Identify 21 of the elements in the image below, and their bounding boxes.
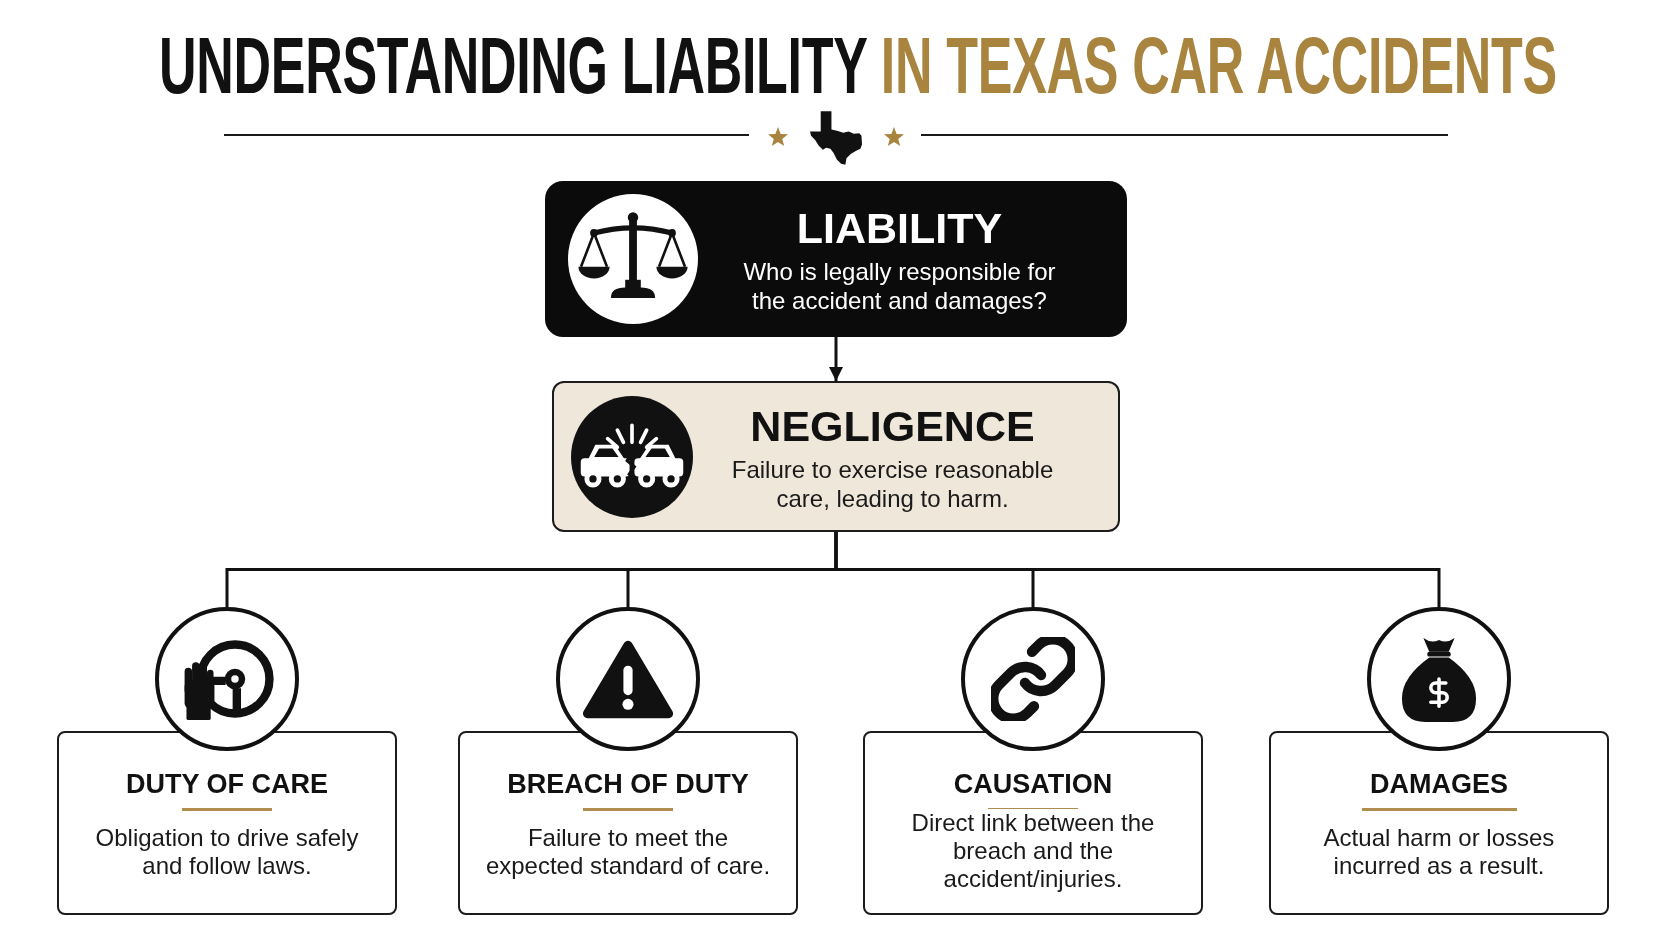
- element-card: [1269, 731, 1609, 915]
- arrow: [829, 337, 843, 381]
- concept-panel: [545, 181, 1127, 337]
- element-card: [57, 731, 397, 915]
- heading-text: CAUSATION: [953, 768, 1113, 800]
- description-text: Failure to exercise reasonable care, leading to harm.: [730, 454, 1055, 513]
- element-card: [863, 731, 1203, 915]
- connector-line: [834, 532, 1441, 607]
- description-text: Direct link between the breach and the accident/injuries.: [910, 809, 1156, 893]
- element-card: [458, 731, 798, 915]
- heading-text: DAMAGES: [1370, 768, 1508, 800]
- description-text: Obligation to drive safely and follow laws.: [94, 824, 360, 880]
- concept-panel: [552, 381, 1120, 532]
- description-text: Actual harm or losses incurred as a result.: [1322, 824, 1556, 880]
- heading-text: DUTY OF CARE: [126, 768, 328, 800]
- heading-text: BREACH OF DUTY: [507, 768, 749, 800]
- description-text: Failure to meet the expected standard of care.: [484, 824, 772, 880]
- page-title: UNDERSTANDING LIABILITY IN TEXAS CAR ACCIDENTS: [159, 24, 1557, 106]
- description-text: Who is legally responsible for the accident and damages?: [742, 257, 1057, 315]
- heading-text: NEGLIGENCE: [750, 400, 1035, 451]
- heading-text: LIABILITY: [796, 203, 1003, 253]
